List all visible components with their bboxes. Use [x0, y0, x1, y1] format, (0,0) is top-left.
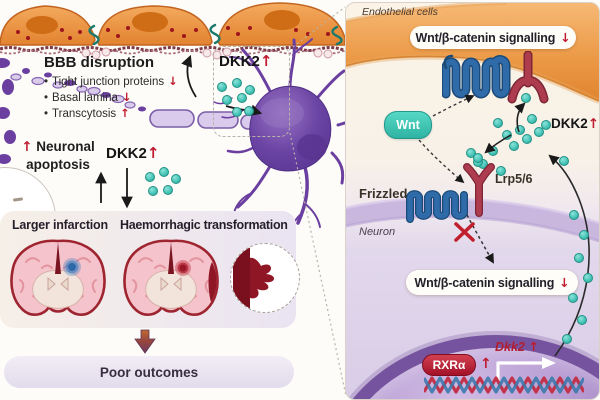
dkk2-molecule-dot: [509, 141, 519, 151]
magnified-signalling-panel: Endothelial cells Wnt/β-catenin signalli…: [345, 2, 600, 400]
endothelial-cells-label: Endothelial cells: [362, 6, 438, 18]
wnt-signalling-bottom-pill: Wnt/β-catenin signalling ↓: [406, 270, 578, 295]
frizzled-label: Frizzled: [359, 186, 408, 201]
dkk2-molecule-dot: [159, 167, 169, 177]
dkk2-molecule-dot: [493, 118, 503, 128]
dkk2-molecule-dot: [579, 230, 589, 240]
haemorrhage-inset-circle: [230, 243, 300, 313]
up-arrow-icon: ↑: [120, 106, 130, 120]
dkk2-box-label: DKK2↑: [219, 52, 273, 70]
dkk2-right-label: DKK2↑: [551, 116, 600, 132]
up-arrow-icon: ↑: [528, 339, 539, 354]
down-arrow-icon: ↓: [560, 30, 571, 45]
dkk2-molecule-dot: [217, 82, 227, 92]
neuron-label: Neuron: [359, 226, 396, 238]
poor-outcomes-bar: Poor outcomes: [4, 356, 294, 388]
dkk2-molecule-dot: [522, 134, 532, 144]
down-arrow-icon: ↓: [121, 90, 132, 104]
haemorrhage-crescent: [208, 262, 217, 302]
dkk2-molecule-dot: [583, 273, 593, 283]
wnt-ligand-pill: Wnt: [384, 111, 432, 139]
dkk2-molecule-dot: [245, 85, 255, 95]
haemorrhagic-transformation-label: Haemorrhagic transformation: [120, 218, 288, 232]
down-arrow-icon: ↓: [559, 275, 570, 290]
transcription-start-arrow-icon: [496, 357, 556, 383]
dkk2-molecule-dot: [569, 210, 579, 220]
bullet-transcytosis: Transcytosis: [52, 108, 117, 120]
neuronal-apoptosis-label: ↑ Neuronal apoptosis: [21, 139, 95, 172]
dkk2-molecule-dot: [515, 125, 525, 135]
dkk2-molecule-dot: [502, 130, 512, 140]
dkk2-molecule-dot: [244, 106, 254, 116]
dna-helix-icon: [424, 376, 584, 394]
dkk2-molecule-dot: [473, 153, 483, 163]
dkk2-molecule-dot: [562, 334, 572, 344]
outcomes-down-arrow-icon: [134, 329, 156, 354]
rxra-pill: RXRα: [422, 354, 476, 376]
dkk2-molecule-dot: [148, 186, 158, 196]
wnt-to-lower-frizzled-dashed-arrow: [418, 139, 465, 184]
lrp-label: Lrp5/6: [495, 172, 533, 186]
dkk2-molecule-dot: [237, 93, 247, 103]
bullet-dot: •: [44, 108, 49, 120]
dkk2-molecule-dot: [222, 95, 232, 105]
brain-haemorrhage-illustration: [123, 239, 219, 316]
lrp-receptor-top-icon: [507, 51, 549, 104]
dkk2-molecule-dot: [534, 127, 544, 137]
bullet-basal-lamina: Basal lamina: [52, 92, 118, 104]
dkk2-molecule-dot: [171, 174, 181, 184]
up-arrow-icon: ↑: [259, 52, 273, 70]
dkk2-molecule-dot: [577, 315, 587, 325]
up-arrow-icon: ↑: [480, 356, 492, 372]
dkk2-molecule-dot: [232, 107, 242, 117]
larger-infarction-label: Larger infarction: [12, 218, 108, 232]
dkk2-molecule-dot: [574, 253, 584, 263]
brain-infarction-illustration: [10, 239, 106, 316]
bullet-tight-junction: Tight junction proteins: [52, 76, 165, 88]
dkk2-molecule-dot: [145, 172, 155, 182]
dkk2-molecule-dot: [568, 293, 578, 303]
bullet-dot: •: [44, 76, 49, 88]
dkk2-mid-label: DKK2↑: [106, 144, 160, 162]
dkk2-molecule-dot: [232, 78, 242, 88]
down-arrow-icon: ↓: [168, 74, 178, 88]
frizzled-receptor-bottom-icon: [406, 190, 468, 223]
basal-lamina-icon: [0, 46, 345, 52]
dkk2-molecule-dot: [559, 156, 569, 166]
up-arrow-icon: ↑: [146, 144, 160, 162]
bbb-disruption-block: BBB disruption • Tight junction proteins…: [44, 54, 178, 121]
dkk2-molecule-dot: [527, 114, 537, 124]
lrp-receptor-bottom-icon: [463, 163, 495, 217]
up-arrow-icon: ↑: [21, 139, 33, 155]
dkk2-gene-label: Dkk2 ↑: [495, 339, 539, 354]
bbb-disruption-title: BBB disruption: [44, 54, 154, 71]
up-arrow-icon: ↑: [587, 116, 600, 132]
wnt-signalling-top-pill: Wnt/β-catenin signalling ↓: [410, 26, 576, 49]
frizzled-receptor-top-icon: [442, 54, 511, 99]
outcomes-illustration-panel: Larger infarction Haemorrhagic transform…: [0, 211, 300, 328]
poor-outcomes-label: Poor outcomes: [99, 364, 199, 380]
dkk2-molecule-dot: [541, 120, 551, 130]
dkk2-molecule-dot: [163, 185, 173, 195]
dkk2-molecule-dot: [496, 166, 506, 176]
dkk2-molecule-dot: [521, 93, 531, 103]
dkk2-molecule-dot: [488, 146, 498, 156]
bullet-dot: •: [44, 92, 49, 104]
magnifier-source-box: [213, 46, 290, 137]
